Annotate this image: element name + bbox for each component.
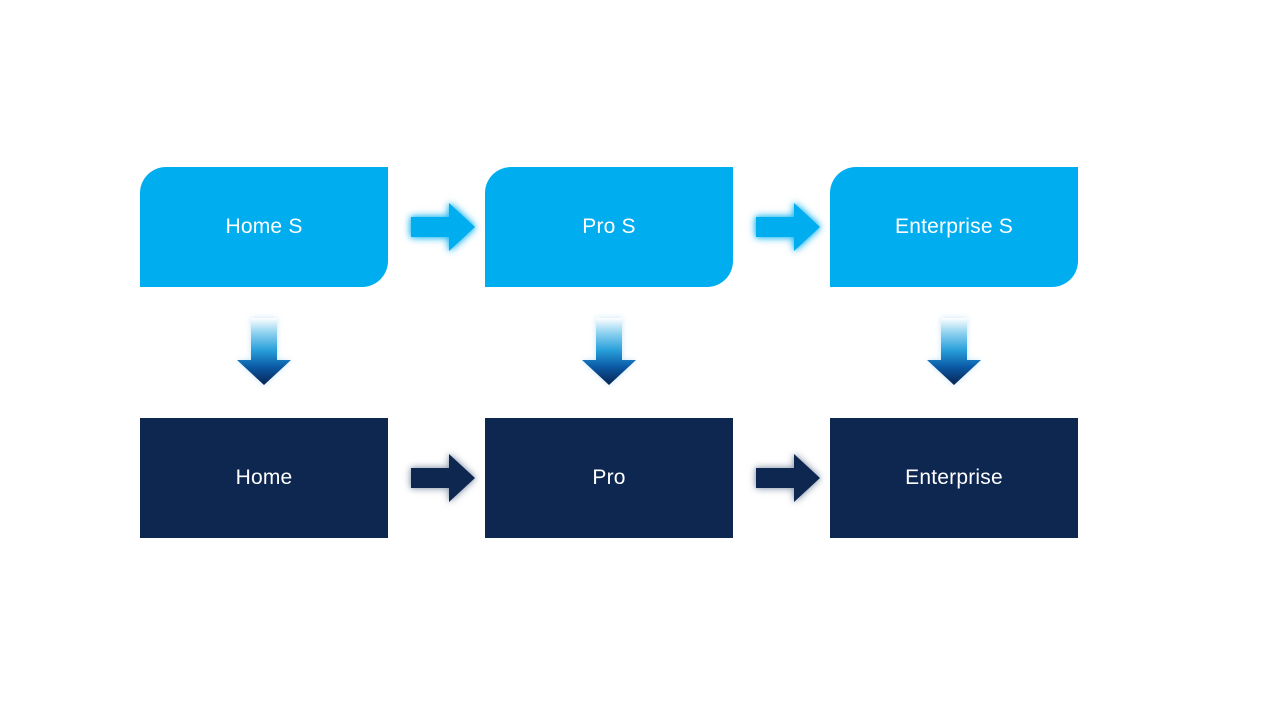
arrow-right-shape [756, 454, 820, 502]
arrow-right-shape [411, 203, 475, 251]
arrow-right-shape [756, 203, 820, 251]
box-pro-label: Pro [592, 466, 626, 489]
arrow-right-shape [411, 454, 475, 502]
box-pro-s-label: Pro S [582, 215, 636, 238]
box-enterprise-s: Enterprise S [830, 167, 1078, 287]
box-enterprise-label: Enterprise [905, 466, 1003, 489]
arrow-down-icon-2 [582, 318, 636, 385]
arrow-right-icon-bottom-2 [756, 454, 820, 502]
arrow-down-shape [582, 318, 636, 385]
box-enterprise-s-label: Enterprise S [895, 215, 1013, 238]
arrow-right-icon-top-2 [756, 203, 820, 251]
box-home-s-label: Home S [225, 215, 303, 238]
box-enterprise: Enterprise [830, 418, 1078, 538]
box-pro-s: Pro S [485, 167, 733, 287]
arrow-down-icon-3 [927, 318, 981, 385]
box-home: Home [140, 418, 388, 538]
box-home-label: Home [235, 466, 293, 489]
arrow-right-icon-bottom-1 [411, 454, 475, 502]
box-home-s: Home S [140, 167, 388, 287]
arrow-down-icon-1 [237, 318, 291, 385]
arrow-down-shape [237, 318, 291, 385]
arrow-down-shape [927, 318, 981, 385]
box-pro: Pro [485, 418, 733, 538]
arrow-right-icon-top-1 [411, 203, 475, 251]
